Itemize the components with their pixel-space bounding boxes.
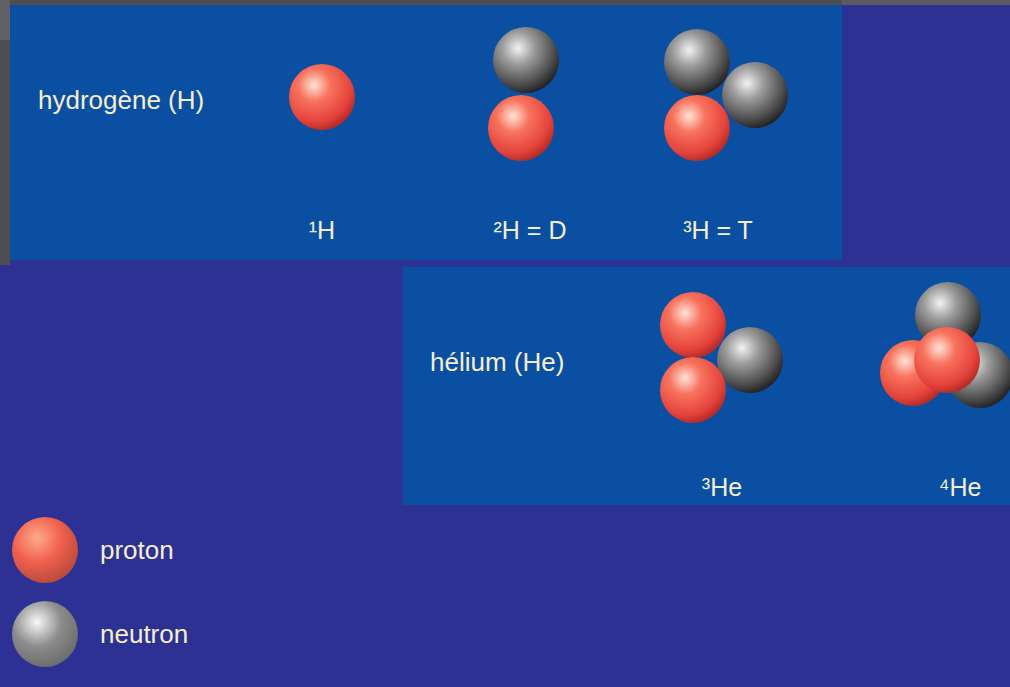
proton-sphere: [664, 95, 730, 161]
legend-sphere: [12, 517, 78, 583]
legend-text: neutron: [100, 619, 188, 649]
proton-sphere: [289, 64, 355, 130]
isotope-label: ⁴He: [939, 472, 982, 502]
element-name: hydrogène (H): [38, 85, 204, 115]
legend-text: proton: [100, 535, 174, 565]
isotope-label: ³He: [702, 472, 742, 502]
isotope-holder: ⁴He: [939, 472, 982, 502]
proton-sphere: [660, 292, 726, 358]
rock-texture: [0, 0, 10, 40]
isotope-holder: ³H = T: [683, 215, 753, 245]
neutron-sphere: [717, 327, 783, 393]
panel-heading: hydrogène (H): [38, 85, 204, 115]
element-panel: hydrogène (H) ¹H ²H = D ³H = T: [10, 5, 842, 260]
rock-texture: [0, 0, 10, 265]
panel-heading: hélium (He): [430, 347, 564, 377]
isotope-holder: ³He: [702, 472, 742, 502]
legend-holder: neutron: [100, 619, 188, 649]
isotope-holder: ¹H: [309, 215, 335, 245]
legend-holder: proton: [100, 535, 174, 565]
proton-sphere: [488, 95, 554, 161]
helium-isotopes: [403, 267, 1010, 505]
isotope-label: ¹H: [309, 215, 335, 245]
neutron-sphere: [722, 62, 788, 128]
proton-sphere: [914, 327, 980, 393]
proton-sphere: [660, 357, 726, 423]
element-panel: hélium (He) ³He ⁴He: [403, 267, 1010, 505]
isotope-label: ²H = D: [494, 215, 567, 245]
neutron-sphere: [493, 27, 559, 93]
rock-texture: [842, 0, 1010, 5]
legend-sphere: [12, 601, 78, 667]
neutron-sphere: [664, 29, 730, 95]
isotope-holder: ²H = D: [494, 215, 567, 245]
element-name: hélium (He): [430, 347, 564, 377]
isotope-label: ³H = T: [683, 215, 753, 245]
